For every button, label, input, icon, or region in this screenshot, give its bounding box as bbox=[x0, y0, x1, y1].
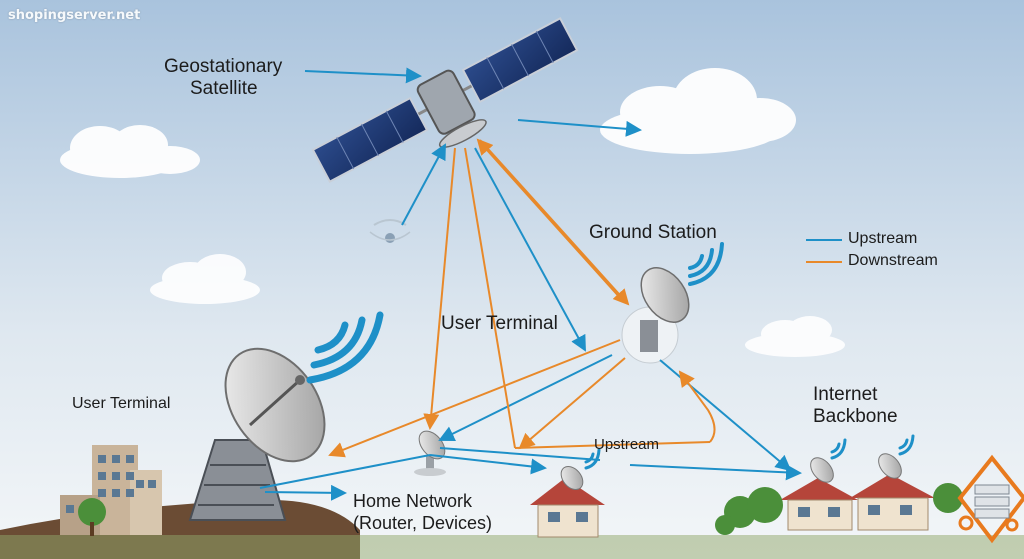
server-icon bbox=[957, 454, 1024, 544]
cloud-icon bbox=[60, 125, 200, 178]
downstream-links bbox=[328, 138, 716, 458]
dish-antenna-icon bbox=[188, 347, 326, 521]
ground-station-dish bbox=[621, 267, 690, 364]
satellite-icon bbox=[311, 17, 579, 183]
ground-station-label: Ground Station bbox=[589, 222, 717, 243]
house-icon bbox=[780, 457, 858, 531]
tree-icon bbox=[78, 498, 106, 536]
legend-downstream-label: Downstream bbox=[848, 252, 938, 269]
house-icon bbox=[530, 465, 605, 538]
cloud-icon bbox=[745, 316, 845, 357]
cloud-icon bbox=[150, 254, 260, 304]
legend-upstream-label: Upstream bbox=[848, 230, 918, 247]
wifi-signal-icon bbox=[688, 242, 724, 286]
geo-satellite-label-line2: Satellite bbox=[190, 78, 258, 99]
internet-backbone-label-line1: Internet bbox=[813, 384, 878, 405]
home-network-label-line2: (Router, Devices) bbox=[353, 513, 493, 533]
legend-item-upstream: Upstream bbox=[806, 228, 966, 250]
tree-icon bbox=[715, 483, 963, 535]
ground-strip bbox=[0, 535, 1024, 559]
house-icon bbox=[850, 453, 935, 531]
user-terminal-left-label: User Terminal bbox=[72, 395, 171, 412]
geo-satellite-label-line1: Geostationary bbox=[164, 56, 283, 77]
legend-downstream-swatch bbox=[806, 261, 842, 263]
watermark: shopingserver.net bbox=[8, 8, 141, 23]
upstream-center-label: Upstream bbox=[594, 436, 660, 453]
legend: Upstream Downstream bbox=[806, 228, 966, 272]
wifi-signal-icon bbox=[306, 311, 384, 384]
legend-item-downstream: Downstream bbox=[806, 250, 966, 272]
legend-upstream-swatch bbox=[806, 239, 842, 241]
internet-backbone-label-line2: Backbone bbox=[813, 406, 898, 427]
user-terminal-center-label: User Terminal bbox=[441, 313, 558, 334]
wifi-signal-icon bbox=[830, 434, 915, 460]
upstream-links bbox=[259, 67, 802, 501]
home-network-label-line1: Home Network bbox=[353, 491, 473, 511]
